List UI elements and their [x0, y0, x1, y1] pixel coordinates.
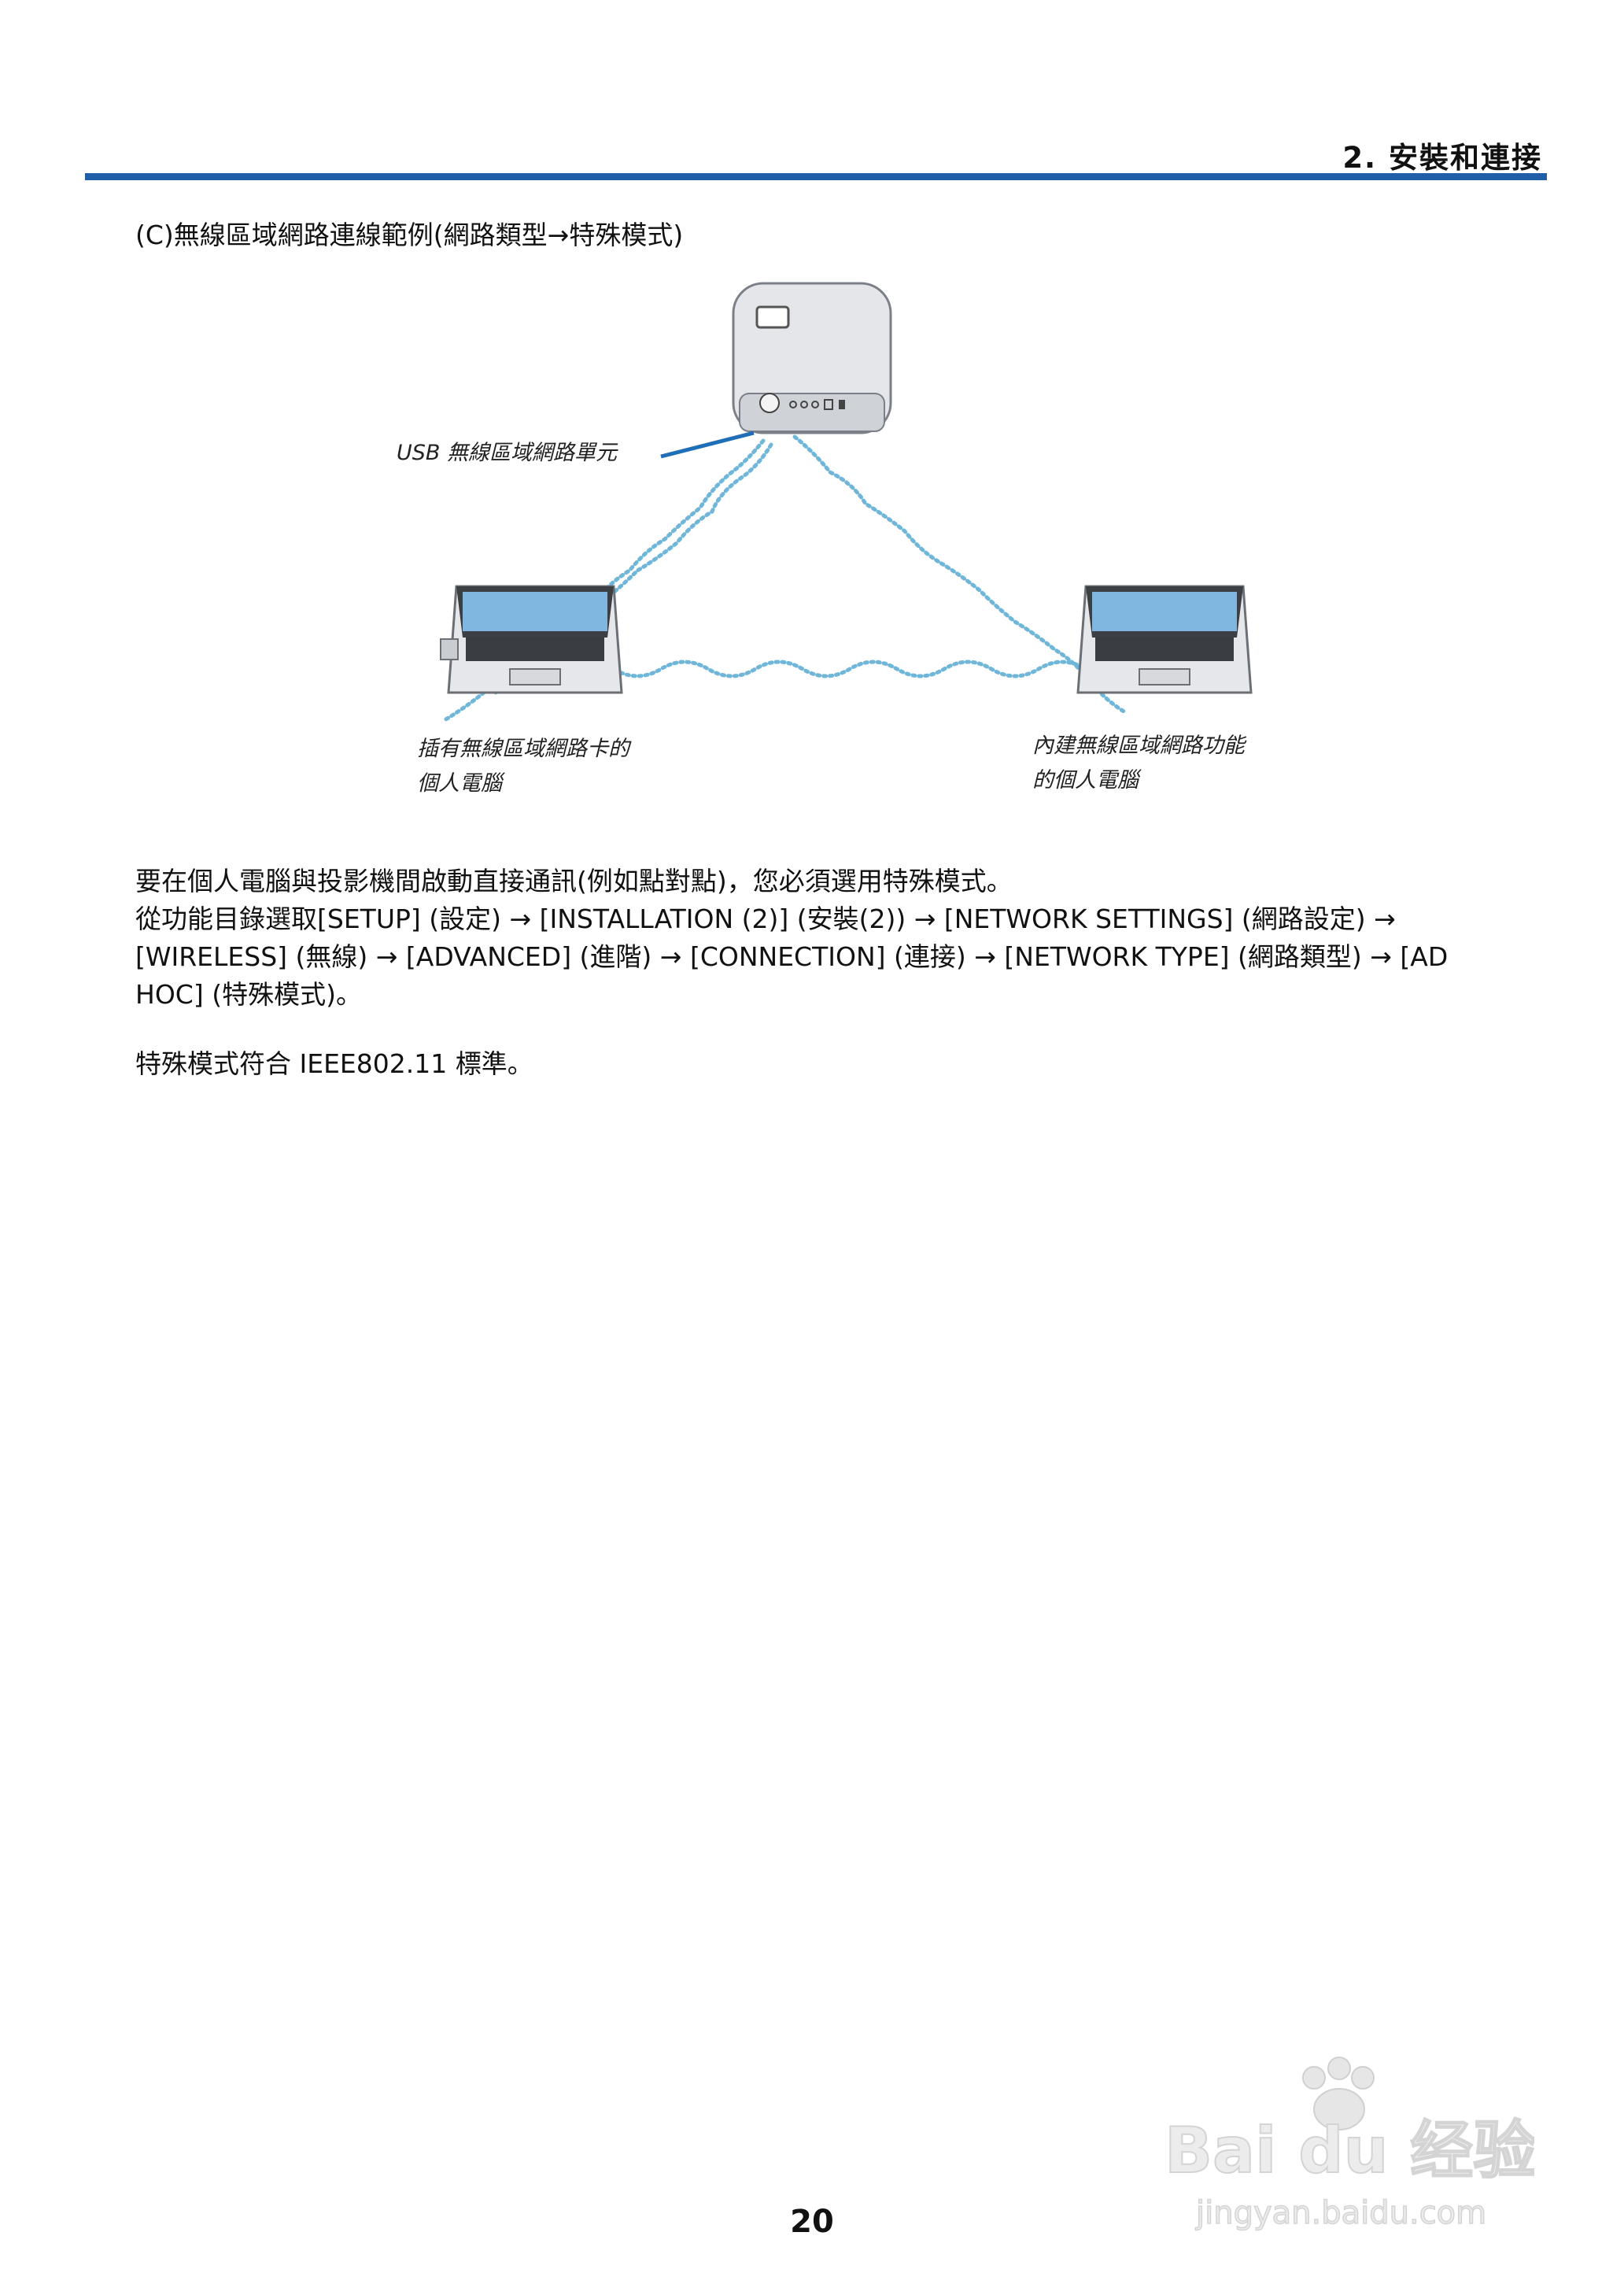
usb-adapter-label: USB 無線區域網路單元: [397, 436, 617, 471]
header-rule: [85, 173, 1547, 180]
section-heading: (C)無線區域網路連線範例(網路類型→特殊模式): [135, 214, 683, 252]
svg-text:Bai du 经验: Bai du 经验: [1164, 2114, 1534, 2187]
right-pc-label-line1: 內建無線區域網路功能: [1032, 729, 1245, 763]
left-laptop: [441, 586, 622, 693]
projector: [733, 283, 891, 433]
paragraph-adhoc-instructions: 要在個人電腦與投影機間啟動直接通訊(例如點對點)，您必須選用特殊模式。 從功能目…: [135, 863, 1552, 1014]
adhoc-network-diagram: USB 無線區域網路單元 插有無線區域網路卡的 個人電腦 內建無線區域網路功能 …: [393, 275, 1306, 826]
right-laptop: [1078, 586, 1251, 693]
text-line: 特殊模式符合 IEEE802.11 標準。: [135, 1045, 1552, 1083]
usb-pointer-line: [661, 433, 754, 456]
paragraph-standard-note: 特殊模式符合 IEEE802.11 標準。: [135, 1045, 1552, 1083]
right-pc-label-line2: 的個人電腦: [1032, 763, 1139, 798]
left-pc-label-line1: 插有無線區域網路卡的: [417, 732, 629, 767]
text-line: [WIRELESS] (無線) → [ADVANCED] (進階) → [CON…: [135, 938, 1552, 976]
left-pc-label-line2: 個人電腦: [417, 767, 502, 801]
text-line: HOC] (特殊模式)。: [135, 976, 1552, 1014]
chapter-title: 2. 安裝和連接: [1342, 134, 1542, 176]
svg-text:jingyan.baidu.com: jingyan.baidu.com: [1195, 2195, 1486, 2231]
baidu-watermark: Bai du 经验 jingyan.baidu.com: [1157, 2046, 1534, 2243]
text-line: 要在個人電腦與投影機間啟動直接通訊(例如點對點)，您必須選用特殊模式。: [135, 863, 1552, 900]
text-line: 從功能目錄選取[SETUP] (設定) → [INSTALLATION (2)]…: [135, 900, 1552, 938]
